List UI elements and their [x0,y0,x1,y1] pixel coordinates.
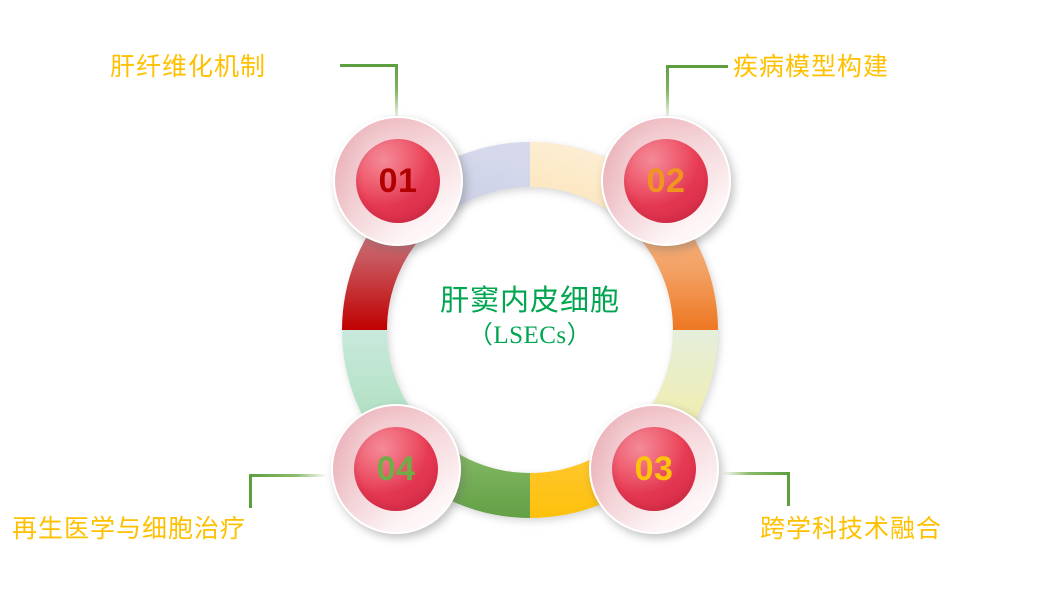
connector-line-04-horizontal [249,474,327,477]
node-04-number: 04 [376,450,416,488]
node-03-number: 03 [634,450,674,488]
node-02-inner-disc: 02 [624,139,708,223]
connector-line-02-horizontal [666,65,728,68]
node-label-02: 疾病模型构建 [733,54,890,81]
connector-line-02-vertical [666,65,669,121]
connector-line-04-vertical [249,474,252,508]
node-circle-02[interactable]: 02 [601,116,731,246]
connector-line-01-horizontal [340,64,398,67]
center-title-line1: 肝窦内皮细胞 [439,285,620,317]
center-title-line2: （LSECs） [467,322,593,350]
node-label-03: 跨学科技术融合 [760,516,943,543]
node-label-04: 再生医学与细胞治疗 [12,516,247,543]
connector-line-01-vertical [395,64,398,122]
node-circle-03[interactable]: 03 [589,404,719,534]
center-title: 肝窦内皮细胞 （LSECs） [380,283,680,352]
node-circle-01[interactable]: 01 [333,116,463,246]
node-04-inner-disc: 04 [354,427,438,511]
node-01-number: 01 [378,162,418,200]
node-circle-04[interactable]: 04 [331,404,461,534]
node-02-number: 02 [646,162,686,200]
connector-line-03-horizontal [722,472,790,475]
connector-line-03-vertical [787,472,790,506]
node-label-01: 肝纤维化机制 [110,54,267,81]
node-01-inner-disc: 01 [356,139,440,223]
node-03-inner-disc: 03 [612,427,696,511]
